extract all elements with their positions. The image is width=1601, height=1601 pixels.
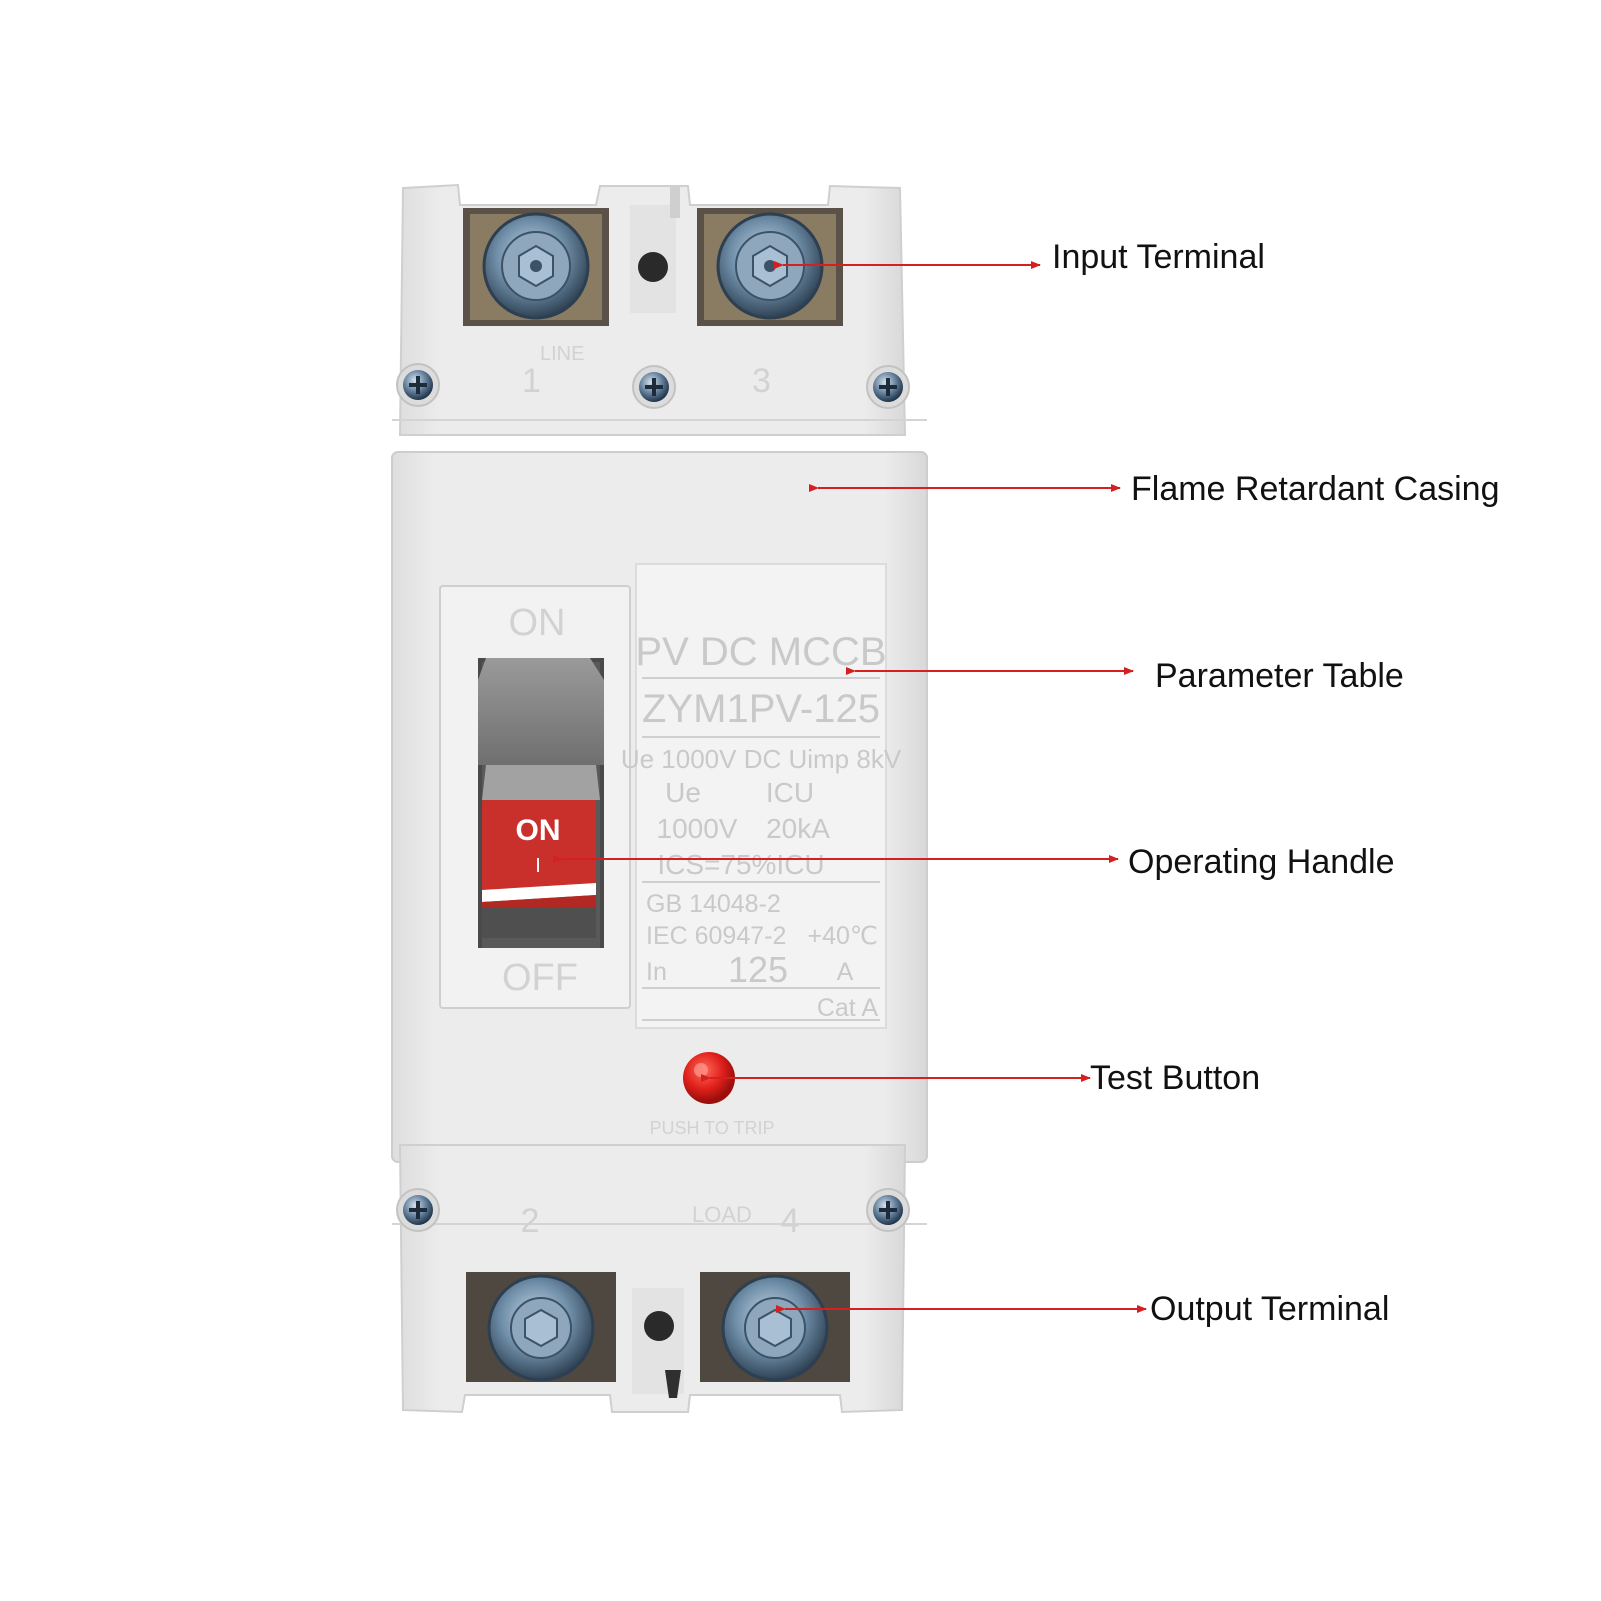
handle-on-text: ON — [516, 814, 561, 847]
callout-test-button: Test Button — [1090, 1059, 1261, 1097]
top-mark-pole1: 1 — [522, 362, 541, 400]
bottom-mark-pole4: 4 — [781, 1202, 800, 1240]
callout-arrows — [553, 261, 1147, 1313]
plate-line4: ICS=75%ICU — [657, 849, 824, 880]
plate-line3-left: 1000V — [657, 813, 738, 844]
callout-operating-handle: Operating Handle — [1128, 843, 1395, 881]
callout-parameter-table: Parameter Table — [1155, 657, 1404, 695]
plate-standard1: GB 14048-2 — [646, 890, 781, 918]
plate-line3-right: 20kA — [766, 813, 830, 844]
switch-on-label: ON — [509, 602, 566, 644]
plate-temp: +40℃ — [808, 922, 878, 950]
plate-line2-left: Ue — [665, 777, 701, 808]
plate-in-unit: A — [837, 958, 854, 986]
parameter-table — [635, 563, 887, 1029]
plate-model: ZYM1PV-125 — [642, 687, 880, 731]
callout-output-terminal: Output Terminal — [1150, 1290, 1390, 1328]
test-caption: PUSH TO TRIP — [649, 1118, 774, 1138]
callout-input-terminal: Input Terminal — [1052, 238, 1265, 276]
handle-i-text: I — [535, 855, 541, 877]
switch-off-label: OFF — [502, 957, 578, 999]
handle-grey-cap — [478, 658, 604, 765]
plate-in-value: 125 — [728, 949, 788, 990]
cover-screws — [396, 363, 910, 1232]
callout-flame-casing: Flame Retardant Casing — [1131, 470, 1500, 508]
bottom-mark-pole2: 2 — [521, 1202, 540, 1240]
operating-handle-assembly — [439, 585, 631, 1009]
plate-line1: Ue 1000V DC Uimp 8kV — [621, 744, 902, 774]
plate-line2-right: ICU — [766, 777, 814, 808]
bottom-mark-load: LOAD — [692, 1202, 752, 1227]
plate-category: Cat A — [817, 994, 878, 1022]
top-mark-pole3: 3 — [752, 362, 771, 400]
plate-title: PV DC MCCB — [635, 630, 886, 674]
plate-in-label: In — [646, 958, 667, 986]
plate-standard2: IEC 60947-2 — [646, 922, 786, 950]
operating-handle[interactable] — [482, 800, 596, 908]
output-terminals — [466, 1272, 850, 1398]
top-mark-line: LINE — [540, 343, 584, 365]
